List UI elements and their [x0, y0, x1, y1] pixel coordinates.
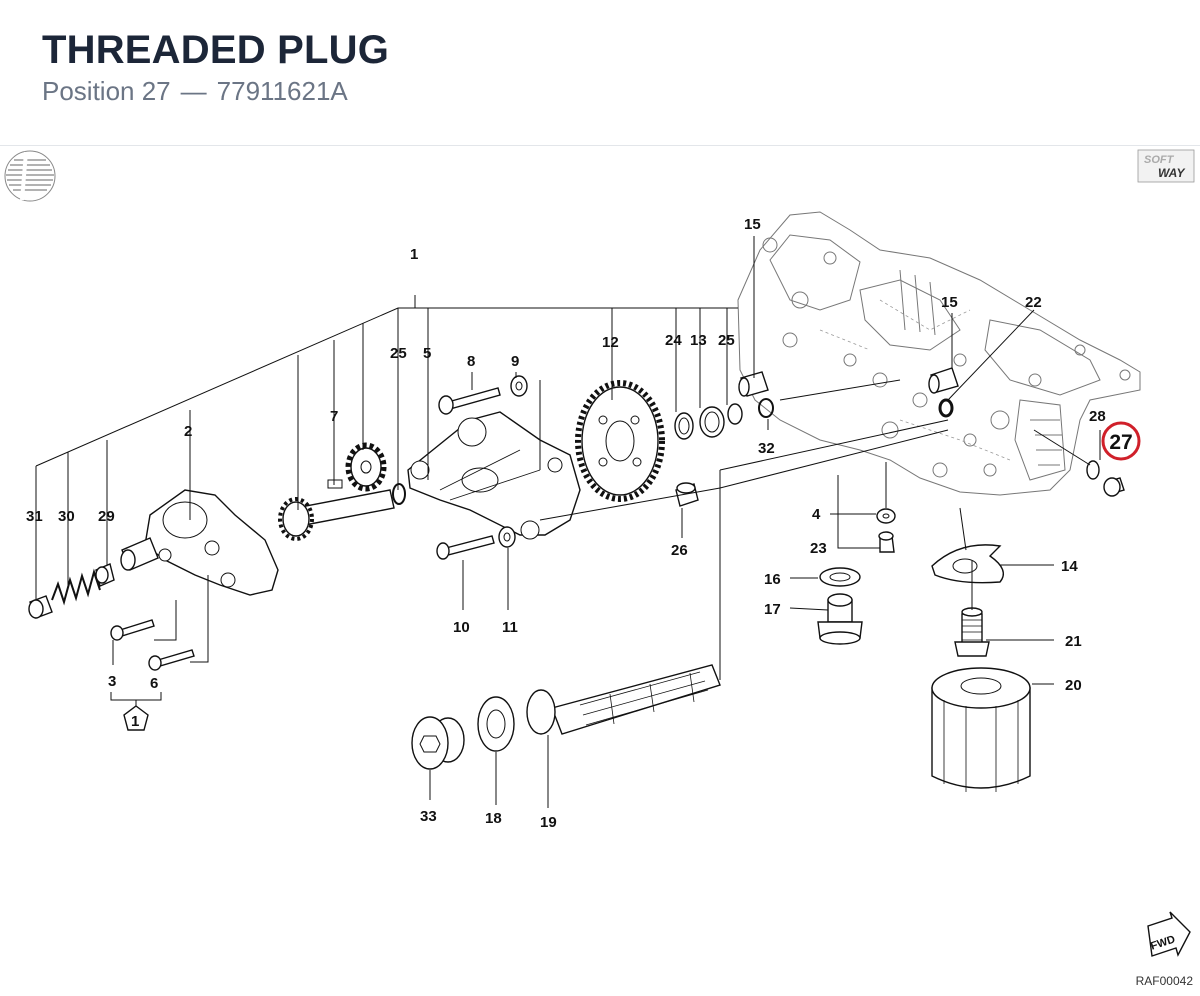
callout-25-left: 25: [390, 345, 407, 362]
callout-16: 16: [764, 571, 781, 588]
threaded-plug-27: [1103, 477, 1125, 497]
callout-9: 9: [511, 353, 519, 370]
oil-filter-20: [931, 667, 1031, 792]
callout-18: 18: [485, 810, 502, 827]
screw-23: [878, 531, 895, 553]
washer-4: [876, 508, 896, 524]
callout-8: 8: [467, 353, 475, 370]
ring-25-right: [727, 403, 743, 425]
svg-text:WAY: WAY: [1158, 166, 1185, 180]
callout-12: 12: [602, 334, 619, 351]
callout-10: 10: [453, 619, 470, 636]
callout-23: 23: [810, 540, 827, 557]
filter-screen-19: [526, 664, 721, 735]
callout-25-right: 25: [718, 332, 735, 349]
group-marker-pentagon: 1: [123, 705, 149, 731]
washer-28: [1086, 460, 1100, 480]
part-number: 77911621A: [216, 76, 348, 106]
exploded-parts-diagram: SOFT WAY: [0, 146, 1200, 991]
callout-labels: 1 2 3 4 5 6 7 8 9 10 11 12 13 14 15 15 1…: [26, 216, 1106, 831]
softway-logo: SOFT WAY: [1137, 149, 1195, 183]
leader-lines: [35, 236, 1101, 808]
sleeve-26: [675, 482, 699, 507]
callout-3: 3: [108, 673, 116, 690]
washer-11: [498, 526, 516, 548]
highlighted-callout-label: 27: [1109, 431, 1132, 454]
screw-8: [438, 387, 501, 415]
callout-32: 32: [758, 440, 775, 457]
callout-30: 30: [58, 508, 75, 525]
spring-30: [51, 568, 101, 606]
group-marker-label: 1: [131, 713, 139, 730]
callout-24: 24: [665, 332, 682, 349]
page-title: THREADED PLUG: [42, 28, 390, 72]
fwd-arrow-icon: FWD: [1147, 911, 1191, 957]
callout-17: 17: [764, 601, 781, 618]
engine-crankcase: [737, 211, 1141, 496]
callout-13: 13: [690, 332, 707, 349]
washer-16: [819, 567, 861, 587]
pump-shaft: [278, 489, 395, 541]
ring-13: [699, 406, 725, 438]
callout-15-right: 15: [941, 294, 958, 311]
gear-12: [575, 380, 665, 502]
callout-29: 29: [98, 508, 115, 525]
callout-14: 14: [1061, 558, 1078, 575]
ring-24: [674, 412, 694, 440]
subtitle-separator: —: [180, 76, 207, 106]
screw-10: [436, 535, 495, 560]
position-label: Position 27: [42, 76, 171, 106]
plug-33: [411, 716, 465, 770]
callout-4: 4: [812, 506, 821, 523]
piston-29: [95, 563, 115, 587]
pump-housing-2: [120, 489, 279, 596]
callout-20: 20: [1065, 677, 1082, 694]
brand-circle-icon: [4, 150, 56, 202]
circlip-25-left: [392, 483, 406, 505]
screw-3: [110, 619, 155, 641]
svg-text:SOFT: SOFT: [1144, 154, 1175, 166]
callout-15-left: 15: [744, 216, 761, 233]
callout-21: 21: [1065, 633, 1082, 650]
callout-31: 31: [26, 508, 43, 525]
callout-26: 26: [671, 542, 688, 559]
plug-17: [817, 593, 863, 645]
callout-2: 2: [184, 423, 192, 440]
callout-33: 33: [420, 808, 437, 825]
plate-14: [931, 544, 1004, 584]
washer-18: [477, 696, 515, 752]
callout-19: 19: [540, 814, 557, 831]
page-header: THREADED PLUG Position 27 — 77911621A: [0, 0, 1200, 146]
pump-body-5: [407, 411, 581, 540]
callout-1: 1: [410, 246, 418, 263]
nipple-21: [954, 607, 990, 657]
callout-5: 5: [423, 345, 431, 362]
callout-7: 7: [330, 408, 338, 425]
drawing-code: RAF00042: [1136, 974, 1194, 988]
washer-9: [510, 375, 528, 397]
bushing-15-left: [738, 371, 769, 397]
screw-6: [148, 649, 195, 671]
highlighted-callout-27[interactable]: 27: [1101, 421, 1141, 461]
gear-7: [327, 442, 387, 492]
o-ring-22: [938, 398, 954, 418]
plug-31: [28, 595, 53, 619]
callout-28: 28: [1089, 408, 1106, 425]
circlip-32: [758, 398, 774, 418]
callout-6: 6: [150, 675, 158, 692]
bushing-15-right: [928, 367, 959, 394]
callout-22: 22: [1025, 294, 1042, 311]
callout-11: 11: [502, 619, 518, 636]
page-subtitle: Position 27 — 77911621A: [42, 76, 348, 107]
